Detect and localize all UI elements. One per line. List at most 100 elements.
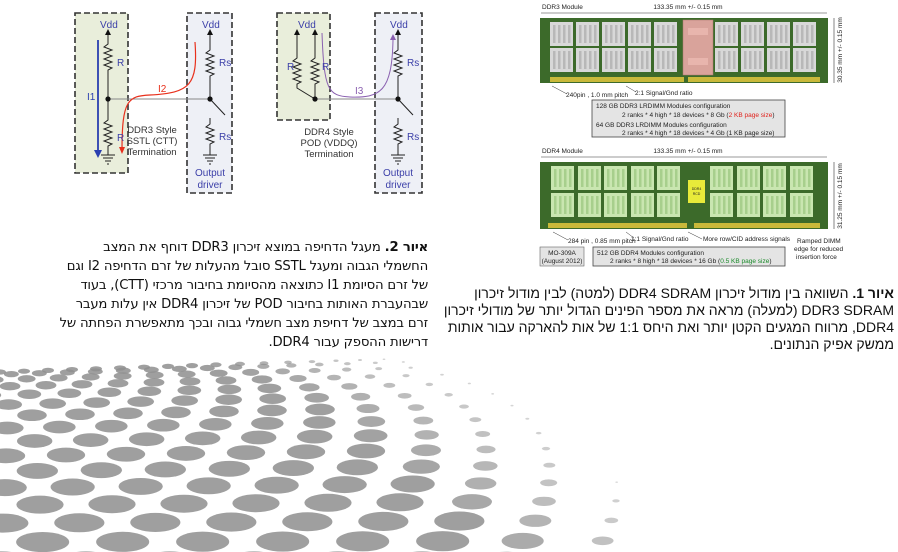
halftone-dot [543,462,556,468]
halftone-dot [604,517,619,524]
halftone-dot [327,374,341,381]
halftone-dot [3,371,19,378]
halftone-dot [333,359,339,363]
halftone-dot [532,496,556,506]
halftone-dot [304,493,352,512]
halftone-dot [452,494,492,510]
halftone-dot [210,362,222,368]
halftone-dot [341,383,358,390]
halftone-dot [0,513,29,533]
halftone-dot [95,419,128,433]
caption-line: החשמלי הגבוה ומעגל SSTL סובל מהעלות של ז… [66,259,428,274]
memory-chip [657,166,680,190]
caption-line: השוואה בין מודול זיכרון DDR4 SDRAM (למטה… [474,285,849,301]
halftone-dot [535,431,542,435]
standard-label: MO-309A [548,250,576,257]
halftone-dot [147,418,180,432]
halftone-dot [525,417,530,420]
halftone-dot [402,374,410,378]
ddr3-termination-box [74,12,129,174]
ddr3-config-text: 128 GB DDR3 LRDIMM Modules configuration [596,103,731,110]
halftone-dot [467,382,471,385]
resistor-rs-label: Rs [219,132,231,143]
halftone-dot [16,462,59,479]
halftone-dot [519,514,552,527]
halftone-dot [177,385,202,396]
ddr4-module-title: DDR4 Module [542,148,583,155]
halftone-dot [49,374,68,382]
halftone-dot [510,404,514,407]
halftone-dot [186,477,231,495]
halftone-dot [304,392,329,403]
figure-2-caption: איור 2. מעגל הדחיפה במוצא זיכרון DDR3 דו… [59,238,429,352]
memory-chip [737,166,760,190]
ddr4-termination-box [276,12,331,121]
halftone-dot [375,367,383,371]
ddr3-style-label: Termination [127,147,176,158]
halftone-dot [0,376,4,383]
halftone-dot [97,387,122,397]
halftone-dot [209,405,239,418]
memory-chip [741,48,764,72]
ddr3-style-label: DDR3 Style [127,125,177,136]
ddr3-height-dim: 30.35 mm +/- 0.15 mm [837,17,844,83]
halftone-dot [425,382,434,387]
ddr4-output-driver-box [374,12,423,194]
halftone-dot [413,416,434,425]
halftone-dot [215,394,243,405]
halftone-dot [357,416,386,427]
halftone-dot [416,531,470,552]
output-driver-label: Output [383,168,413,179]
ddr4-width-dim: 133.35 mm +/- 0.15 mm [653,148,722,155]
halftone-dot [199,364,215,372]
halftone-dot [358,359,362,361]
current-i3-label: I3 [355,86,364,97]
caption-line: זרם במצב של דחיפת מצב חשמלי גבוה ובכך מת… [59,316,429,331]
halftone-dot [0,479,27,497]
ddr4-height-dim: 31.25 mm +/- 0.15 mm [837,163,844,229]
halftone-dot [0,421,24,435]
rcd-chip-label: RCD [693,192,701,196]
halftone-dot [464,477,497,490]
halftone-dot [272,460,315,476]
memory-chip [604,193,627,217]
resistor-label: R [322,62,329,73]
halftone-dot [286,363,297,368]
halftone-dot [54,513,105,533]
halftone-dot [160,494,208,513]
memory-chip [604,166,627,190]
halftone-dot [322,476,367,494]
memory-chip [657,193,680,217]
halftone-dot [440,373,444,376]
halftone-dot [179,377,201,386]
halftone-dot [177,370,196,378]
halftone-dot [83,397,110,408]
halftone-dot [256,531,310,552]
memory-chip [710,193,733,217]
memory-chip [793,22,816,46]
memory-chip [715,22,738,46]
memory-chip [737,193,760,217]
memory-chip [790,193,813,217]
halftone-dot [65,408,95,421]
ddr3-config-text: 64 GB DDR3 LRDIMM Modules configuration [596,122,727,129]
memory-chip [654,22,677,46]
halftone-dot [336,459,379,476]
resistor-rs-label: Rs [407,132,419,143]
halftone-dot [118,477,163,495]
halftone-dot [343,362,351,366]
memory-chip [715,48,738,72]
memory-chip [576,48,599,72]
halftone-dot [46,447,86,463]
halftone-dot [72,433,109,447]
halftone-dot [356,403,380,414]
ddr3-style-label: SSTL (CTT) [127,136,178,147]
halftone-dot [383,382,396,388]
ddr4-edge-note: edge for reduced [794,246,844,253]
ddr4-style-label: POD (VDDQ) [301,138,358,149]
halftone-dot [215,376,237,385]
halftone-dot [80,462,122,479]
ddr4-style-label: DDR4 Style [304,127,354,138]
halftone-dot [228,364,243,371]
halftone-dot [407,404,425,411]
